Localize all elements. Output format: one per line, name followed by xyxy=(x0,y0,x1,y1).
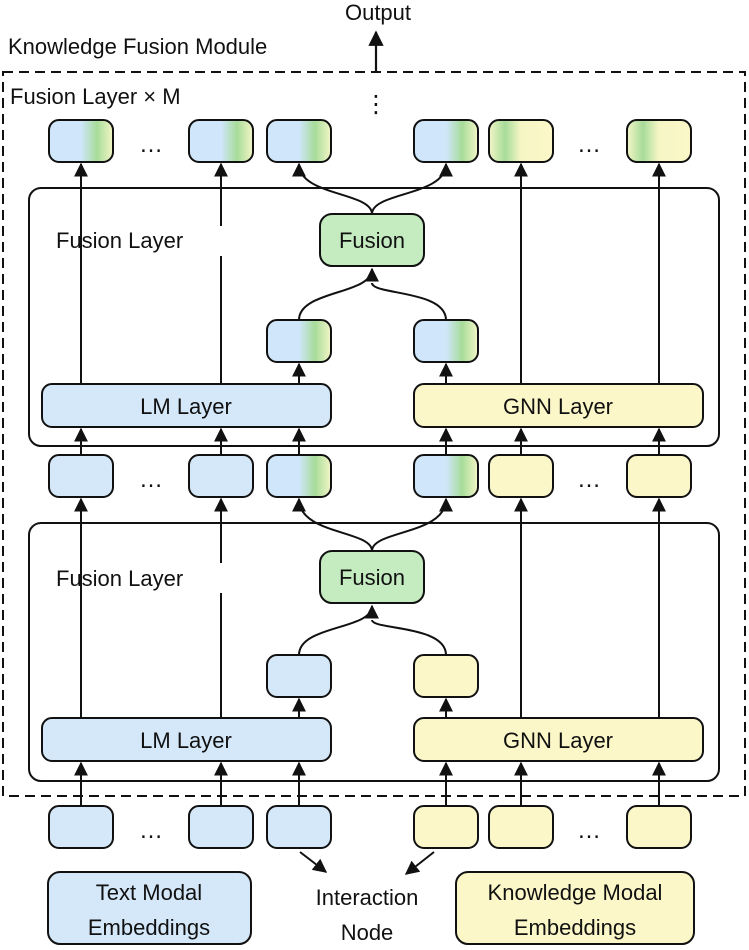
output-label: Output xyxy=(345,0,411,25)
upper-fusion-layer-box xyxy=(28,187,720,447)
bottom-row-ellipsis-left: … xyxy=(139,817,163,844)
lower-lm-layer-label: LM Layer xyxy=(140,728,232,753)
label-gap-lower xyxy=(212,563,230,593)
top-row-knowledge-token xyxy=(488,119,554,163)
upper-fusion-layer-label: Fusion Layer xyxy=(56,228,183,253)
label-gap-upper xyxy=(212,226,230,256)
bottom-row-interaction-token xyxy=(266,805,332,849)
lower-fusion-layer-box xyxy=(28,522,720,782)
fusion-repeat-label: Fusion Layer × M xyxy=(10,84,181,109)
vertical-ellipsis: ⋮ xyxy=(364,91,388,118)
lower-fusion-label: Fusion xyxy=(339,565,405,590)
lower-interaction-token-left xyxy=(266,654,332,698)
top-row-ellipsis-right: … xyxy=(577,131,601,158)
interaction-node-label-line1: Interaction xyxy=(316,885,419,910)
knowledge-modal-legend-box xyxy=(455,871,695,945)
arrows xyxy=(74,162,666,875)
bottom-row-knowledge-token xyxy=(488,805,554,849)
middle-row-knowledge-token xyxy=(488,454,554,498)
upper-lm-layer xyxy=(41,383,332,428)
middle-row-interaction-token xyxy=(413,454,479,498)
interaction-node-label-line2: Node xyxy=(341,920,394,945)
bottom-row-text-token xyxy=(188,805,254,849)
upper-gnn-layer xyxy=(413,383,704,428)
module-title: Knowledge Fusion Module xyxy=(8,34,267,59)
bottom-row-interaction-token xyxy=(413,805,479,849)
middle-row-interaction-token xyxy=(266,454,332,498)
middle-row-text-token xyxy=(48,454,114,498)
text-modal-legend-line1: Text Modal xyxy=(96,880,202,905)
lower-gnn-layer-label: GNN Layer xyxy=(503,728,613,753)
upper-interaction-token-right xyxy=(413,319,479,363)
knowledge-modal-legend-line2: Embeddings xyxy=(514,915,636,940)
top-row-text-token xyxy=(188,119,254,163)
middle-row-ellipsis-right: … xyxy=(577,466,601,493)
lower-gnn-layer xyxy=(413,717,704,762)
top-row-ellipsis-left: … xyxy=(139,131,163,158)
upper-gnn-layer-label: GNN Layer xyxy=(503,394,613,419)
bottom-row-text-token xyxy=(48,805,114,849)
middle-row-text-token xyxy=(188,454,254,498)
top-row-text-token xyxy=(48,119,114,163)
upper-interaction-token-left xyxy=(266,319,332,363)
bottom-row-ellipsis-right: … xyxy=(577,817,601,844)
module-dashed-box xyxy=(2,71,746,797)
text-modal-legend-box xyxy=(47,871,252,945)
top-row-interaction-token xyxy=(413,119,479,163)
top-row-interaction-token xyxy=(266,119,332,163)
top-row-knowledge-token xyxy=(626,119,692,163)
lower-fusion-layer-label: Fusion Layer xyxy=(56,566,183,591)
lower-lm-layer xyxy=(41,717,332,762)
middle-row-ellipsis-left: … xyxy=(139,466,163,493)
lower-interaction-token-right xyxy=(413,654,479,698)
knowledge-modal-legend-line1: Knowledge Modal xyxy=(488,880,663,905)
upper-fusion-label: Fusion xyxy=(339,228,405,253)
text-modal-legend-line2: Embeddings xyxy=(88,915,210,940)
upper-lm-layer-label: LM Layer xyxy=(140,394,232,419)
middle-row-knowledge-token xyxy=(626,454,692,498)
bottom-row-knowledge-token xyxy=(626,805,692,849)
